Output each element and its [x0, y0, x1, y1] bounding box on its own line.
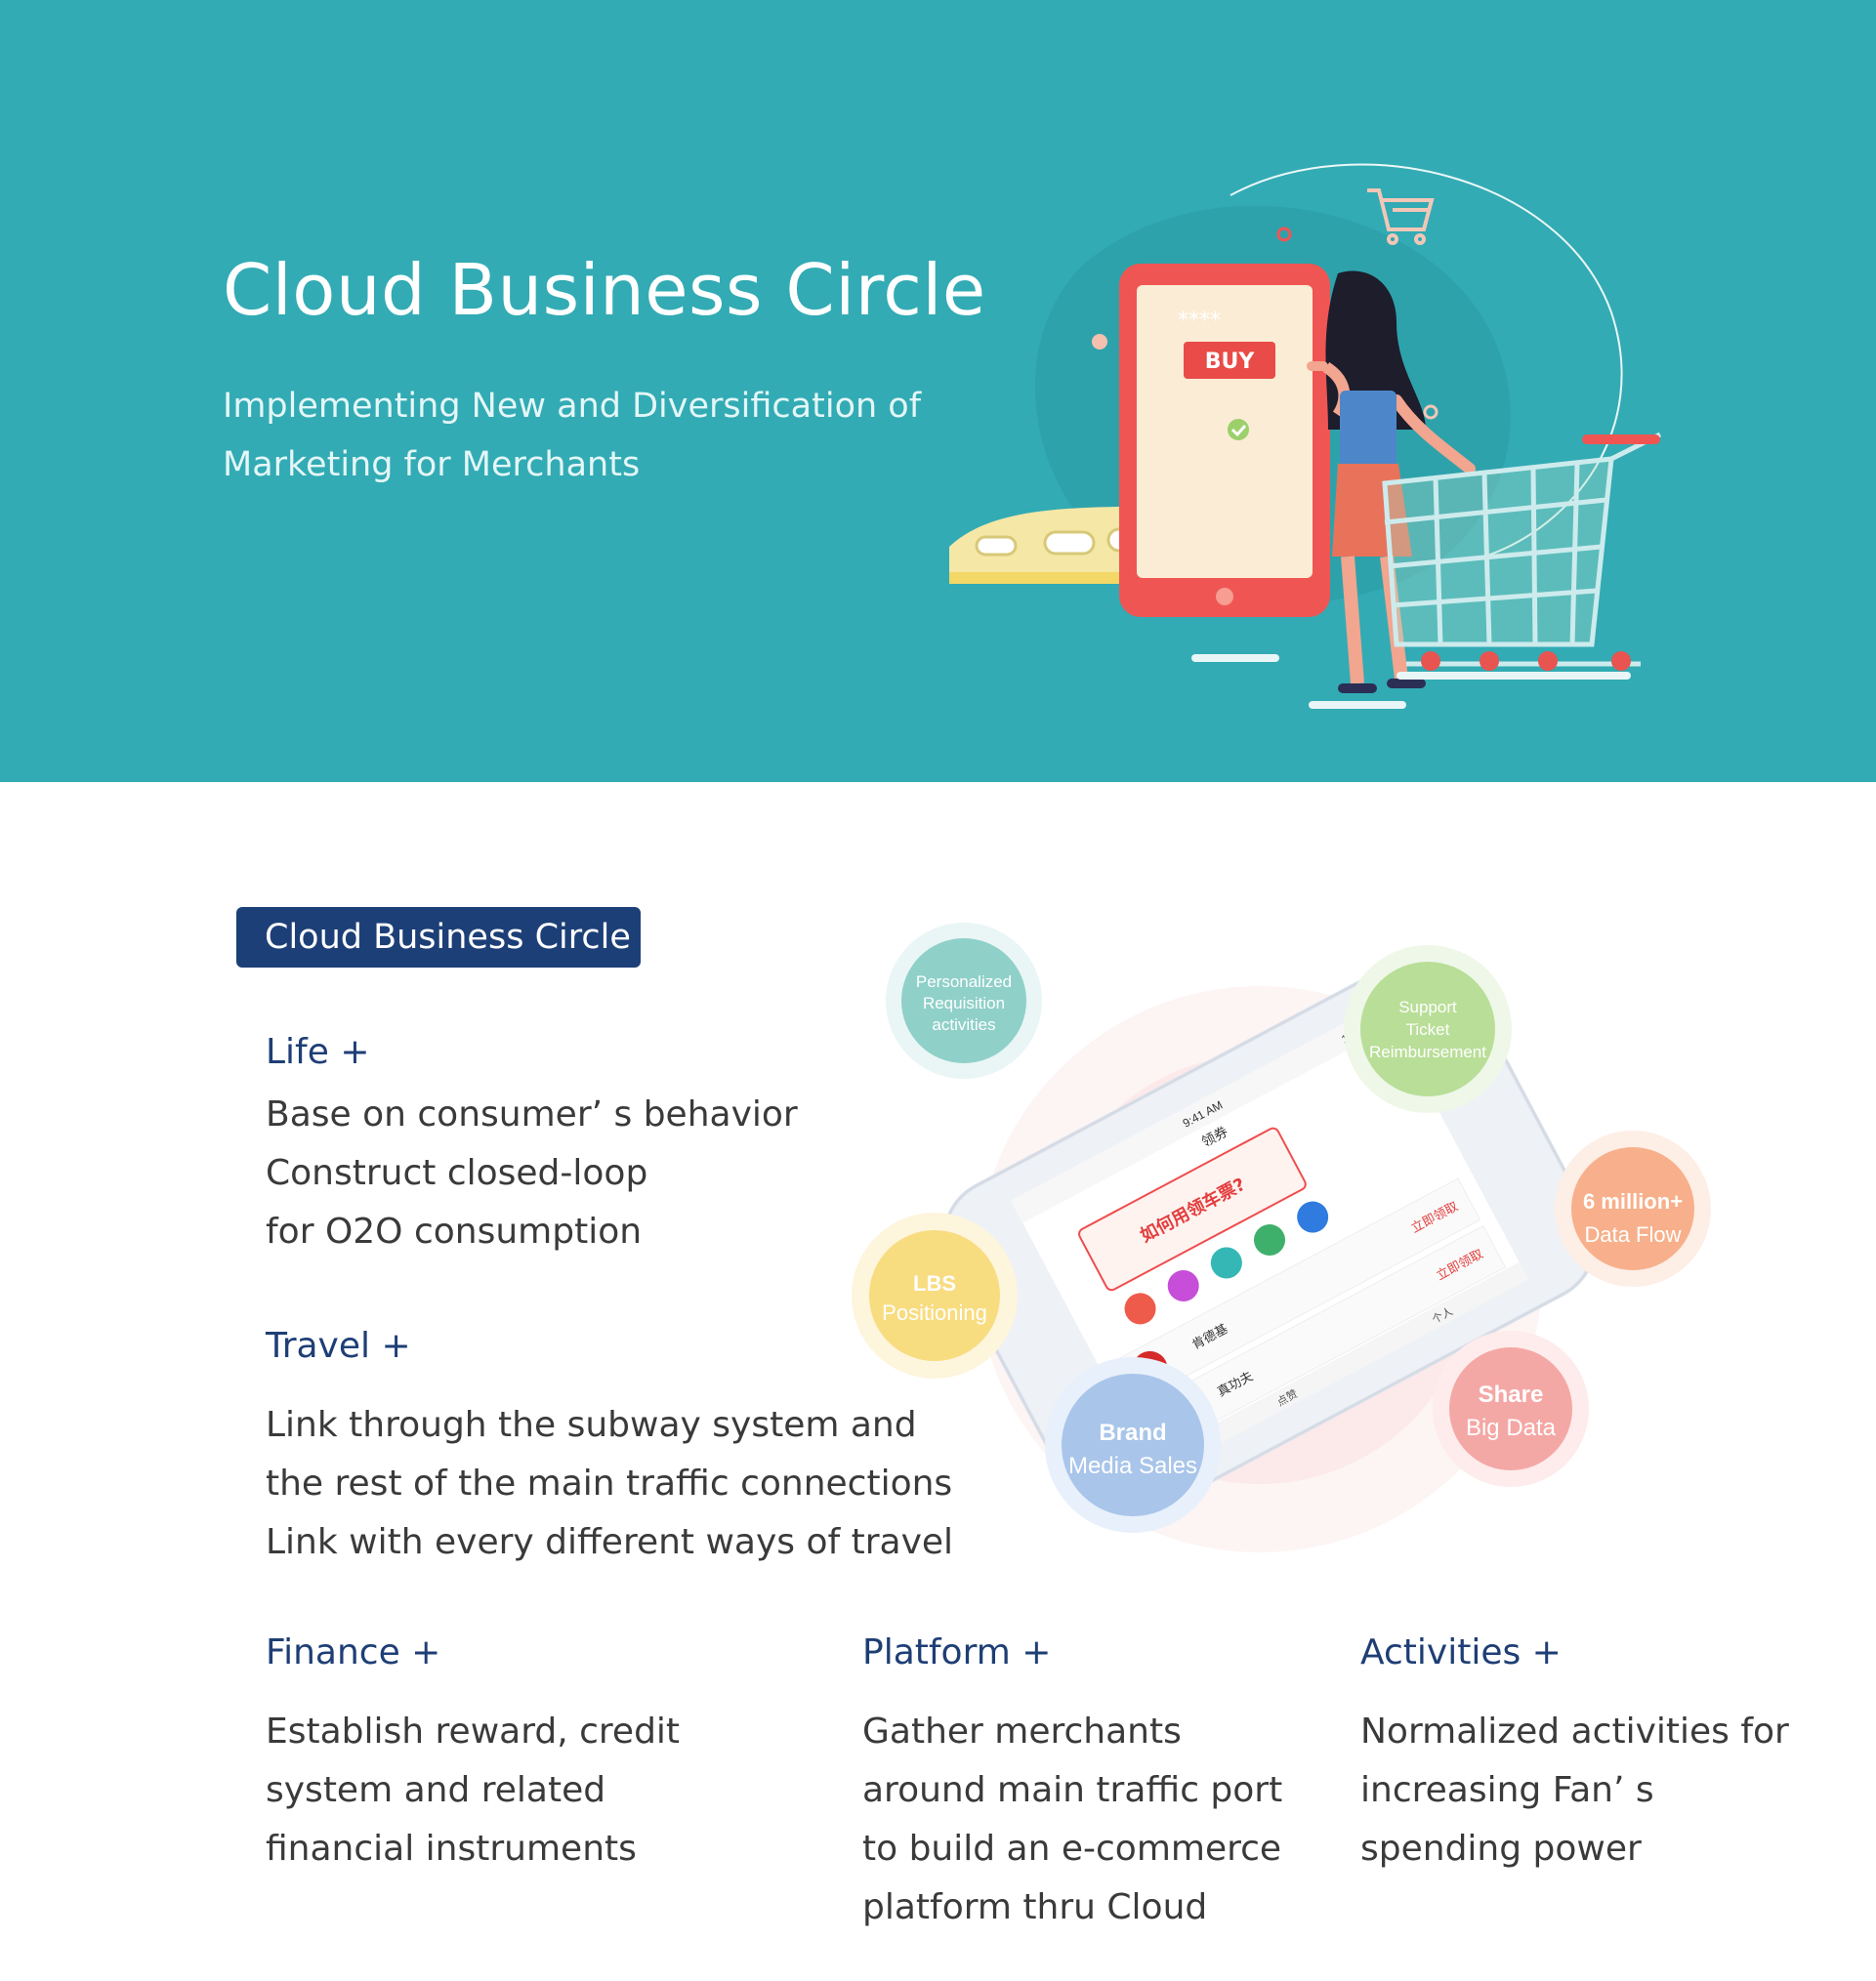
bubble-data-flow: 6 million+ Data Flow — [1555, 1131, 1711, 1287]
woman-figure — [1191, 270, 1476, 709]
hero-subtitle: Implementing New and Diversification of … — [223, 377, 965, 494]
finance-title: Finance + — [266, 1632, 441, 1672]
travel-title: Travel + — [266, 1326, 411, 1366]
travel-line: the rest of the main traffic connections — [266, 1464, 953, 1504]
bubble-text: Requisition — [923, 994, 1005, 1012]
shopping-cart-graphic — [1382, 432, 1662, 667]
bubble-text: Reimbursement — [1369, 1043, 1486, 1061]
decor-dot — [1423, 404, 1438, 420]
section-badge: Cloud Business Circle — [236, 907, 641, 968]
platform-line: to build an e-commerce — [862, 1829, 1282, 1869]
bubble-text: Brand — [1099, 1420, 1166, 1446]
hero-subtitle-line-1: Implementing New and Diversification of — [223, 387, 922, 426]
life-line: Construct closed-loop — [266, 1153, 648, 1193]
life-title: Life + — [266, 1032, 370, 1072]
life-line: for O2O consumption — [266, 1212, 643, 1252]
platform-title: Platform + — [862, 1632, 1052, 1672]
life-line: Base on consumer’ s behavior — [266, 1094, 798, 1135]
activities-line: spending power — [1360, 1829, 1642, 1869]
finance-description: Establish reward, credit system and rela… — [266, 1703, 680, 1878]
buy-label: BUY — [1205, 350, 1256, 374]
travel-description: Link through the subway system and the r… — [266, 1396, 953, 1572]
bubble-support: Support Ticket Reimbursement — [1344, 945, 1512, 1113]
finance-line: Establish reward, credit — [266, 1712, 681, 1752]
bubble-text: Positioning — [882, 1300, 987, 1325]
shopping-illustration: **** BUY — [949, 163, 1662, 709]
hero-banner: Cloud Business Circle Implementing New a… — [0, 0, 1876, 782]
bubble-text: Personalized — [916, 972, 1012, 991]
finance-line: system and related — [266, 1770, 606, 1810]
activities-line: increasing Fan’ s — [1360, 1770, 1654, 1810]
platform-description: Gather merchants around main traffic por… — [862, 1703, 1282, 1937]
platform-line: platform thru Cloud — [862, 1887, 1208, 1927]
bubble-text: LBS — [913, 1271, 956, 1296]
bubble-text: Big Data — [1466, 1415, 1557, 1441]
bubble-text: Share — [1479, 1382, 1544, 1408]
bubble-brand: Brand Media Sales — [1045, 1357, 1221, 1533]
activities-description: Normalized activities for increasing Fan… — [1360, 1703, 1789, 1878]
travel-line: Link with every different ways of travel — [266, 1522, 954, 1562]
hero-title: Cloud Business Circle — [223, 249, 986, 331]
bubble-text: Support — [1398, 998, 1457, 1016]
bubble-personalized: Personalized Requisition activities — [886, 923, 1042, 1079]
hero-subtitle-line-2: Marketing for Merchants — [223, 445, 641, 484]
app-feature-illustration: 9:41 AM 100% 领券 如何用领车票? 肯德基 立即领取 真功夫 立即领… — [852, 923, 1711, 1552]
decor-dot — [1092, 334, 1107, 350]
life-description: Base on consumer’ s behavior Construct c… — [266, 1086, 798, 1261]
shopping-cart-icon — [1367, 188, 1435, 245]
activities-line: Normalized activities for — [1360, 1712, 1789, 1752]
bubble-text: activities — [932, 1015, 995, 1034]
bubble-text: Data Flow — [1584, 1222, 1681, 1247]
phone-graphic: **** BUY — [1119, 264, 1330, 617]
cart-wheels — [1421, 651, 1631, 671]
bubble-text: Media Sales — [1068, 1453, 1197, 1479]
check-icon — [1228, 419, 1249, 440]
bubble-lbs: LBS Positioning — [852, 1213, 1018, 1379]
platform-line: around main traffic port — [862, 1770, 1283, 1810]
activities-title: Activities + — [1360, 1632, 1562, 1672]
finance-line: financial instruments — [266, 1829, 637, 1869]
bubble-share: Share Big Data — [1433, 1331, 1589, 1487]
decor-dot — [1276, 227, 1292, 242]
platform-line: Gather merchants — [862, 1712, 1182, 1752]
bubble-text: 6 million+ — [1583, 1189, 1683, 1214]
code-mask: **** — [1178, 309, 1221, 333]
category-icons — [1124, 1201, 1329, 1325]
travel-line: Link through the subway system and — [266, 1405, 917, 1445]
bubble-text: Ticket — [1406, 1020, 1450, 1039]
